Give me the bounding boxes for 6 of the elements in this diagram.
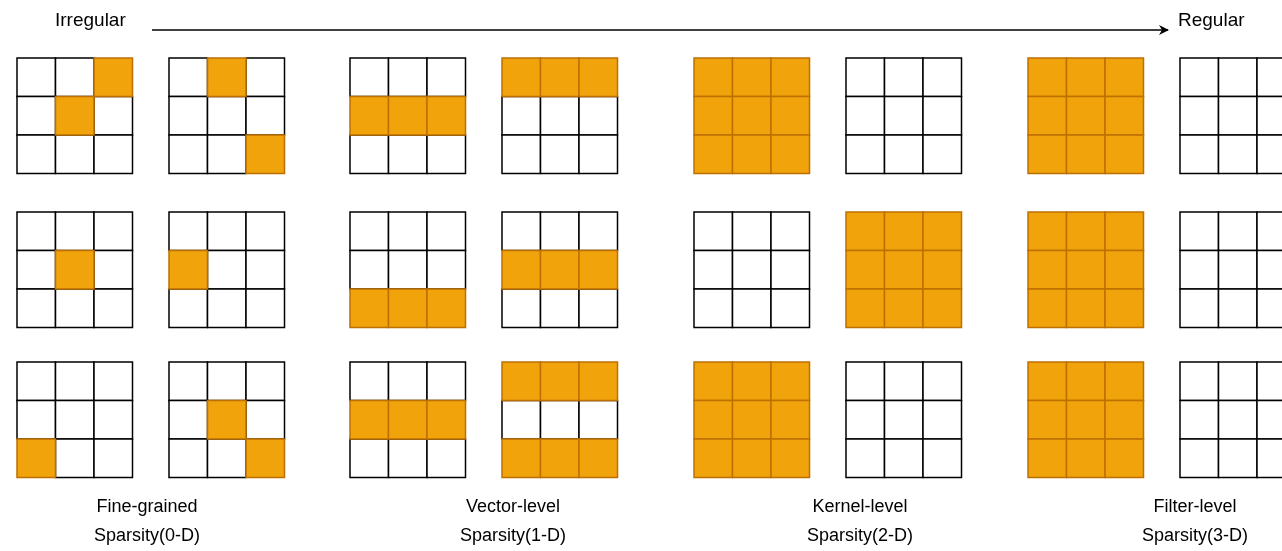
category-caption: Fine-grained Sparsity(0-D): [93, 495, 201, 547]
category-caption: Vector-level Sparsity(1-D): [459, 495, 567, 547]
category-caption: Filter-level Sparsity(3-D): [1141, 495, 1249, 547]
category-caption: Kernel-level Sparsity(2-D): [806, 495, 914, 547]
scale-label: Regular: [1178, 8, 1245, 32]
scale-label: Irregular: [55, 8, 126, 32]
